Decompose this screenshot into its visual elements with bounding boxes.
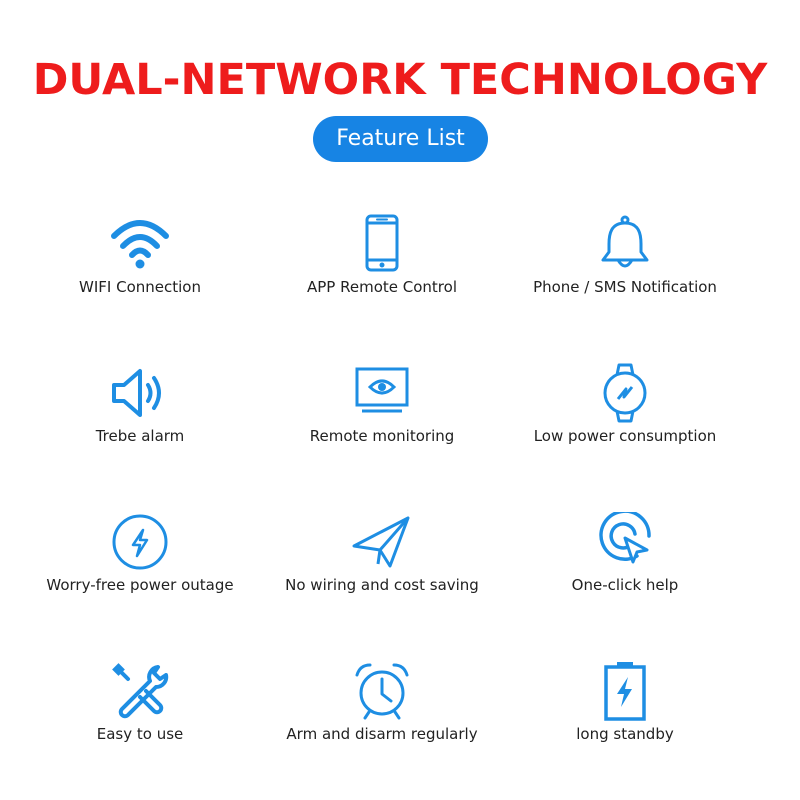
- speaker-icon: [110, 363, 170, 423]
- monitor-eye-icon: [352, 363, 412, 423]
- feature-list-badge: Feature List: [313, 116, 488, 162]
- battery-icon: [595, 661, 655, 721]
- feature-item-remote-monitoring: Remote monitoring: [262, 363, 502, 473]
- feature-item-easy-to-use: Easy to use: [20, 661, 260, 771]
- feature-label: Low power consumption: [533, 427, 717, 445]
- feature-label: Remote monitoring: [309, 427, 455, 445]
- bell-icon: [595, 214, 655, 274]
- feature-label: No wiring and cost saving: [285, 576, 479, 594]
- feature-item-arm-disarm: Arm and disarm regularly: [262, 661, 502, 771]
- alarm-clock-icon: [352, 661, 412, 721]
- feature-item-one-click-help: One-click help: [505, 512, 745, 622]
- feature-label: Phone / SMS Notification: [533, 278, 717, 296]
- feature-item-long-standby: long standby: [505, 661, 745, 771]
- power-bolt-icon: [110, 512, 170, 572]
- feature-label: Arm and disarm regularly: [286, 725, 478, 743]
- tools-icon: [110, 661, 170, 721]
- feature-item-wifi: WIFI Connection: [20, 214, 260, 324]
- feature-label: Trebe alarm: [95, 427, 185, 445]
- paper-plane-icon: [352, 512, 412, 572]
- smartphone-icon: [352, 214, 412, 274]
- feature-label: APP Remote Control: [307, 278, 457, 296]
- feature-item-no-wiring: No wiring and cost saving: [262, 512, 502, 622]
- feature-label: Easy to use: [96, 725, 184, 743]
- feature-item-trebe-alarm: Trebe alarm: [20, 363, 260, 473]
- feature-item-notification: Phone / SMS Notification: [505, 214, 745, 324]
- feature-label: long standby: [576, 725, 674, 743]
- feature-label: One-click help: [571, 576, 679, 594]
- page-title: DUAL-NETWORK TECHNOLOGY: [32, 55, 768, 105]
- click-cursor-icon: [595, 512, 655, 572]
- feature-item-low-power: Low power consumption: [505, 363, 745, 473]
- feature-item-app-remote: APP Remote Control: [262, 214, 502, 324]
- watch-icon: [595, 363, 655, 423]
- wifi-icon: [110, 214, 170, 274]
- feature-item-power-outage: Worry-free power outage: [20, 512, 260, 622]
- feature-label: WIFI Connection: [79, 278, 201, 296]
- feature-label: Worry-free power outage: [46, 576, 234, 594]
